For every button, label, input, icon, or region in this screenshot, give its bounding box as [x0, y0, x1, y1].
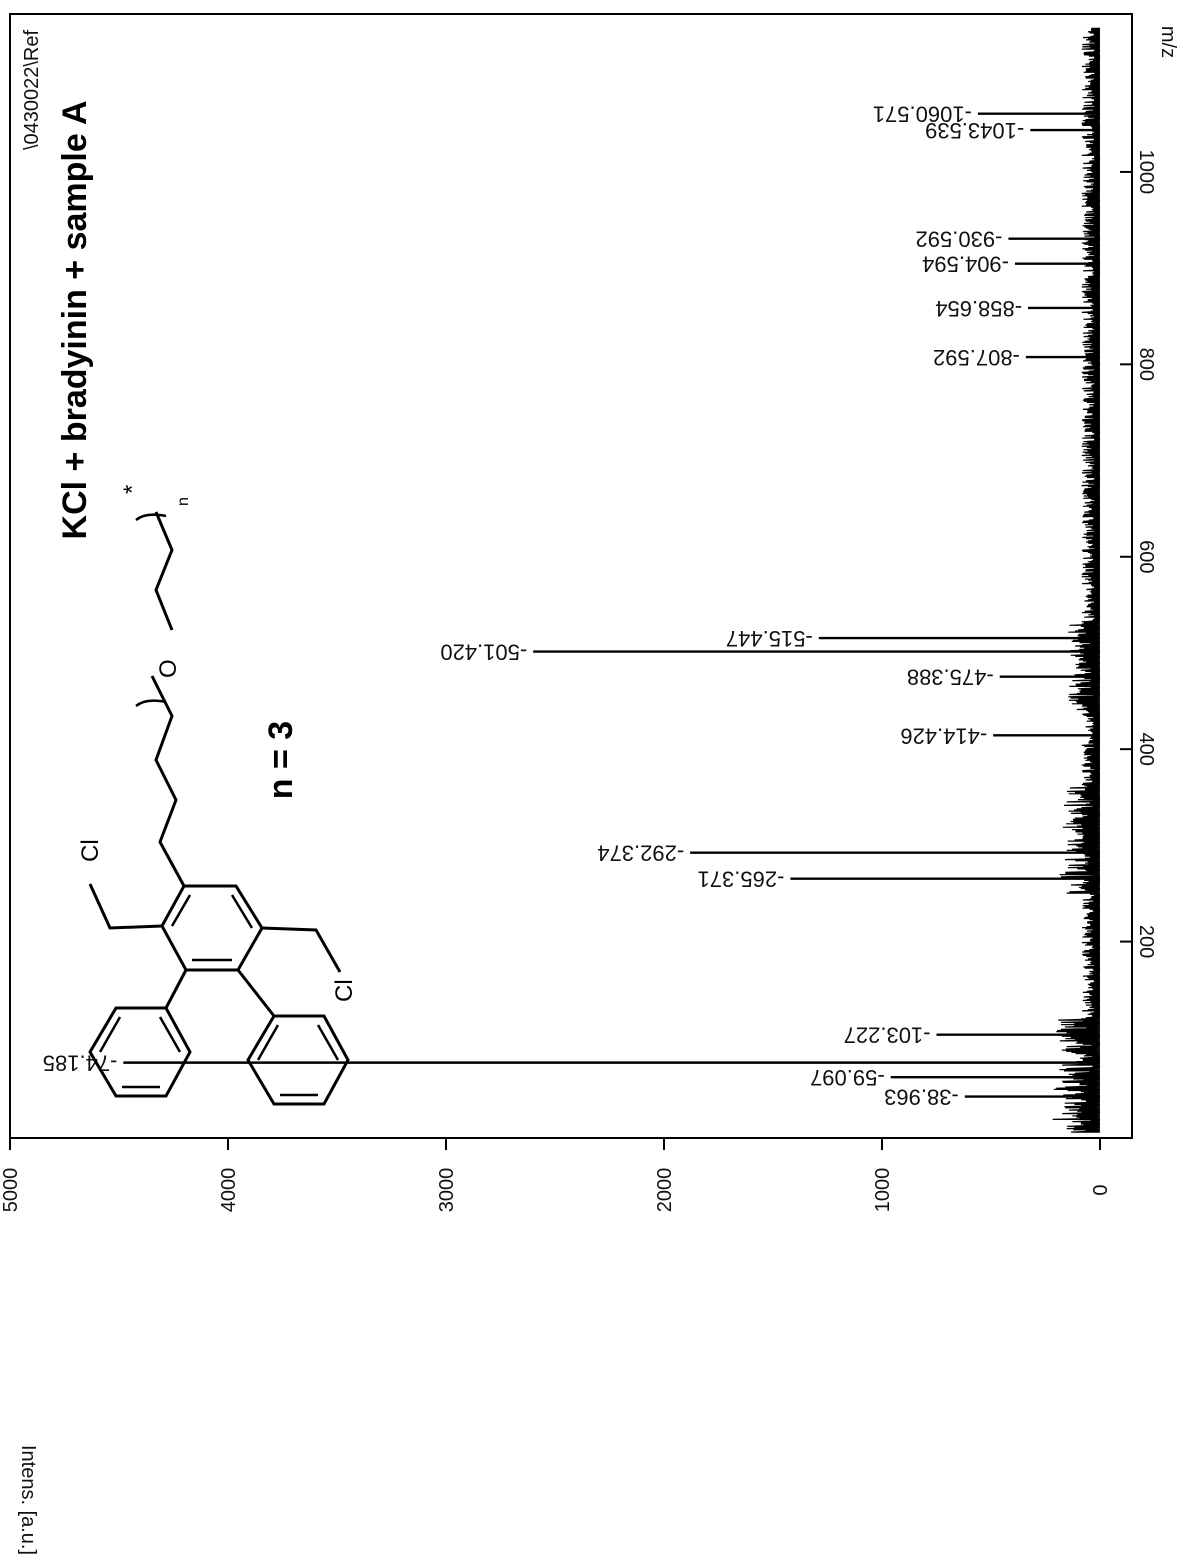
- peak-label-3: -103.227: [844, 1023, 931, 1048]
- y-axis-ticks: 0 1000 2000 3000 4000 5000: [0, 1138, 1112, 1212]
- ring1-double-1: [98, 1016, 122, 1053]
- reference-label: \0430022\Ref: [21, 30, 43, 151]
- peak-label-14: -1043.539: [925, 118, 1024, 143]
- spectrum-noise-trace: [1052, 27, 1101, 1133]
- ring2-double-2: [316, 1024, 340, 1061]
- x-tick-label-1: 400: [1135, 733, 1157, 766]
- y-tick-label-1: 1000: [872, 1168, 894, 1213]
- x-tick-label-3: 800: [1135, 348, 1157, 381]
- peak-label-2: -74.185: [43, 1051, 118, 1076]
- y-tick-label-4: 4000: [218, 1168, 240, 1213]
- chloromethyl-top: [88, 883, 163, 930]
- peak-label-10: -807.592: [933, 345, 1020, 370]
- bond-phenyl-1: [164, 969, 188, 1009]
- peak-label-0: -38.963: [884, 1085, 959, 1110]
- end-group-star: *: [119, 485, 146, 494]
- n-equals-label: n = 3: [262, 721, 300, 799]
- peak-label-7: -475.388: [907, 665, 994, 690]
- peak-labels-group: -38.963-59.097 -74.185 -103.227 -265.371 -29…: [43, 102, 1024, 1110]
- y-tick-label-3: 3000: [436, 1168, 458, 1213]
- phenyl-ring-1: [88, 1006, 192, 1098]
- x-tick-label-2: 600: [1135, 540, 1157, 573]
- central-double-1: [170, 894, 192, 927]
- peak-label-4: -265.371: [698, 867, 785, 892]
- chart-title: KCl + bradyinin + sample A: [56, 101, 94, 540]
- peak-label-1: -59.097: [810, 1065, 885, 1090]
- plot-frame: [9, 13, 1133, 1139]
- peak-label-6: -414.426: [900, 723, 987, 748]
- x-tick-label-0: 200: [1135, 925, 1157, 958]
- bond-phenyl-2: [236, 969, 276, 1017]
- peak-label-5: -292.374: [597, 841, 684, 866]
- chlorine-bottom-atom: Cl: [331, 979, 358, 1002]
- y-axis-title: Intens. [a.u.]: [17, 1445, 39, 1555]
- x-tick-label-4: 1000: [1135, 150, 1157, 195]
- peaks-group: [123, 112, 1100, 1098]
- peak-label-12: -904.594: [922, 252, 1009, 277]
- peak-label-15: -1060.571: [873, 102, 972, 127]
- x-axis-title: m/z: [1157, 26, 1179, 58]
- ring1-double-2: [158, 1016, 182, 1053]
- repeat-bracket-left: [135, 699, 167, 708]
- alkyl-chain: [150, 675, 186, 887]
- y-tick-label-0: 0: [1090, 1184, 1112, 1195]
- ring2-double-1: [256, 1024, 280, 1061]
- peak-label-9: -515.447: [726, 626, 813, 651]
- oxygen-atom: O: [155, 659, 182, 678]
- peak-label-11: -858.654: [935, 296, 1022, 321]
- central-double-3: [230, 894, 254, 929]
- repeat-subscript: n: [175, 497, 192, 506]
- chlorine-top-atom: Cl: [77, 839, 104, 862]
- y-tick-label-5: 5000: [0, 1168, 22, 1213]
- chloromethyl-bottom: [261, 926, 342, 973]
- y-tick-label-2: 2000: [654, 1168, 676, 1213]
- x-axis-ticks: 200 400 600 800 1000: [1120, 150, 1157, 958]
- repeat-bracket-right: [135, 513, 167, 522]
- chemical-structure: Cl Cl O n * n = 3: [77, 485, 358, 1106]
- central-ring: [160, 884, 264, 972]
- ether-chain: [154, 511, 174, 631]
- peak-label-8: -501.420: [440, 640, 527, 665]
- peak-label-13: -930.592: [916, 227, 1003, 252]
- phenyl-ring-2: [246, 1014, 350, 1106]
